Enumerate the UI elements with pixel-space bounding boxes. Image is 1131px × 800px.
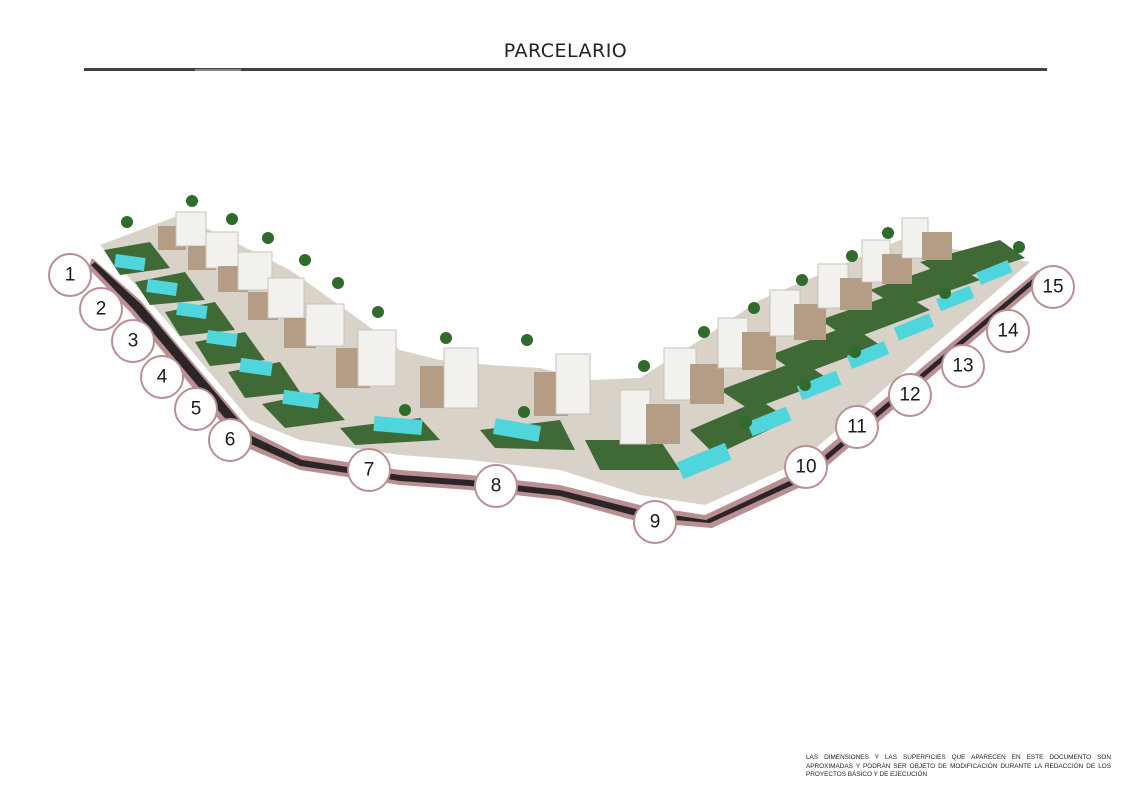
svg-text:6: 6	[225, 430, 236, 451]
pool-icon	[239, 357, 273, 377]
plot-marker-5[interactable]: 5	[174, 387, 218, 431]
plot-marker-11[interactable]: 11	[835, 405, 879, 449]
palm-icon	[299, 254, 311, 266]
villa-icon	[861, 239, 912, 284]
pool-icon	[893, 313, 935, 341]
pool-icon	[796, 370, 842, 401]
pool-icon	[975, 260, 1013, 285]
pool-icon	[146, 278, 178, 297]
villa-icon	[619, 389, 680, 445]
plot-marker-8[interactable]: 8	[474, 464, 518, 508]
palm-icon	[372, 306, 384, 318]
pool-icon	[676, 442, 732, 480]
pool-icon	[936, 285, 975, 312]
plot-marker-13[interactable]: 13	[941, 344, 985, 388]
palm-icon	[748, 302, 760, 314]
road-curb-icon	[88, 258, 1042, 528]
palm-icon	[939, 287, 951, 299]
svg-text:8: 8	[491, 476, 502, 497]
villa-icon	[284, 303, 345, 348]
villas	[158, 211, 952, 445]
plot-marker-12[interactable]: 12	[888, 373, 932, 417]
villa-icon	[817, 263, 872, 310]
pool-icon	[492, 418, 542, 442]
plot-marker-6[interactable]: 6	[208, 418, 252, 462]
villa-icon	[188, 231, 239, 270]
title-underline	[84, 68, 1047, 71]
svg-text:4: 4	[157, 367, 168, 388]
svg-text:14: 14	[997, 321, 1019, 342]
palm-icon	[332, 277, 344, 289]
svg-text:11: 11	[847, 417, 867, 438]
palm-icon	[226, 213, 238, 225]
palm-icon	[440, 332, 452, 344]
villa-icon	[717, 317, 776, 370]
plot-marker-15[interactable]: 15	[1031, 265, 1075, 309]
svg-text:9: 9	[650, 512, 661, 533]
plot-markers: 1 2 3 4 5 6 7 8 9 10 11 12 13 14 15	[48, 253, 1075, 544]
plot-marker-9[interactable]: 9	[633, 500, 677, 544]
pool-icon	[282, 389, 320, 409]
villa-icon	[158, 211, 207, 250]
palm-icon	[849, 346, 861, 358]
palm-icon	[740, 416, 752, 428]
svg-text:13: 13	[952, 356, 973, 377]
plot-marker-1[interactable]: 1	[48, 253, 92, 297]
pool-icon	[746, 406, 792, 437]
pools	[114, 253, 1013, 480]
plot-marker-10[interactable]: 10	[784, 445, 828, 489]
svg-text:15: 15	[1042, 277, 1063, 298]
title-underline-accent	[195, 69, 241, 71]
palm-icon	[262, 232, 274, 244]
pool-icon	[114, 253, 146, 272]
plot-marker-14[interactable]: 14	[986, 309, 1030, 353]
palm-icon	[121, 216, 133, 228]
palm-icon	[521, 334, 533, 346]
palms	[121, 195, 1025, 428]
lots-ground	[100, 215, 1030, 505]
svg-text:1: 1	[65, 265, 76, 286]
palm-icon	[399, 404, 411, 416]
villa-icon	[901, 217, 952, 260]
svg-text:10: 10	[795, 457, 816, 478]
palm-icon	[1013, 241, 1025, 253]
palm-icon	[846, 250, 858, 262]
palm-icon	[796, 274, 808, 286]
svg-text:5: 5	[191, 399, 202, 420]
pool-icon	[373, 415, 423, 436]
palm-icon	[638, 360, 650, 372]
palm-icon	[518, 406, 530, 418]
villa-icon	[769, 289, 826, 340]
villa-icon	[218, 251, 273, 292]
villa-icon	[336, 329, 397, 388]
svg-text:7: 7	[364, 460, 375, 481]
plot-marker-3[interactable]: 3	[111, 319, 155, 363]
svg-text:2: 2	[96, 299, 107, 320]
pool-icon	[846, 341, 890, 369]
disclaimer-text: LAS DIMENSIONES Y LAS SUPERFICIES QUE AP…	[806, 754, 1111, 779]
villa-icon	[534, 353, 591, 416]
right-wing-gardens	[690, 240, 1025, 455]
villa-icon	[248, 277, 305, 320]
palm-icon	[698, 326, 710, 338]
pool-icon	[206, 329, 238, 348]
pool-icon	[176, 301, 208, 320]
svg-text:3: 3	[128, 331, 139, 352]
page-title: PARCELARIO	[503, 40, 628, 62]
plot-marker-4[interactable]: 4	[140, 355, 184, 399]
palm-icon	[799, 379, 811, 391]
palm-icon	[186, 195, 198, 207]
villa-icon	[420, 347, 479, 409]
plot-marker-7[interactable]: 7	[347, 448, 391, 492]
plot-marker-2[interactable]: 2	[79, 287, 123, 331]
svg-text:12: 12	[899, 385, 920, 406]
villa-icon	[663, 347, 724, 404]
palm-icon	[882, 227, 894, 239]
